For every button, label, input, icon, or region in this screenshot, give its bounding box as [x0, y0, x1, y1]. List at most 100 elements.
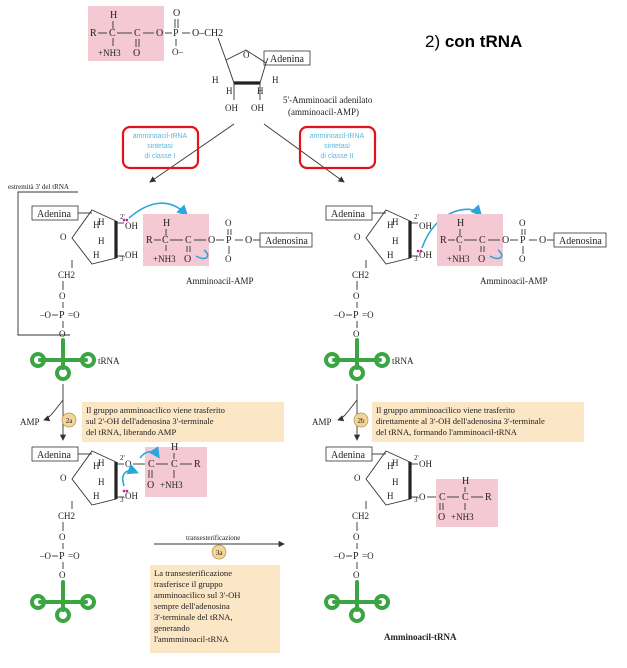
- svg-text:C: C: [109, 28, 116, 39]
- trna-end-label: estremità 3' del tRNA: [8, 183, 69, 191]
- aminoacyl-adenylate: H R C +NH3 C O O O P O– O–CH2 O Adenina …: [88, 6, 373, 117]
- svg-text:O: O: [60, 473, 67, 483]
- svg-text:OH: OH: [419, 221, 432, 231]
- svg-text:2': 2': [120, 213, 125, 221]
- svg-text:amminoacilico sul 3'-OH: amminoacilico sul 3'-OH: [154, 590, 241, 600]
- svg-text:O: O: [519, 254, 526, 264]
- svg-text:CH2: CH2: [352, 270, 369, 280]
- svg-text:P: P: [173, 28, 179, 39]
- svg-text:H: H: [387, 220, 394, 230]
- svg-text:O: O: [353, 329, 360, 339]
- svg-text:P: P: [59, 310, 65, 321]
- svg-text:H: H: [392, 477, 399, 487]
- svg-text:+NH3: +NH3: [447, 254, 470, 264]
- svg-text:C: C: [479, 235, 486, 246]
- svg-text:OH: OH: [419, 459, 432, 469]
- svg-text:O: O: [225, 218, 232, 228]
- svg-text:del tRNA, formando l'amminoaci: del tRNA, formando l'amminoacil-tRNA: [376, 427, 518, 437]
- svg-text:H: H: [98, 458, 105, 468]
- svg-text:O: O: [478, 254, 485, 265]
- svg-text:P: P: [226, 235, 232, 246]
- svg-text:O: O: [59, 329, 66, 339]
- svg-text:H: H: [93, 250, 100, 260]
- svg-text:CH2: CH2: [58, 511, 75, 521]
- svg-text:AMP: AMP: [20, 417, 40, 427]
- svg-text:generando: generando: [154, 623, 190, 633]
- svg-text:3': 3': [414, 255, 419, 263]
- svg-text:C: C: [148, 459, 155, 470]
- svg-text:O: O: [354, 473, 361, 483]
- svg-text:transesterificazione: transesterificazione: [186, 534, 240, 542]
- svg-text:P: P: [520, 235, 526, 246]
- svg-text:C: C: [456, 235, 463, 246]
- svg-text:Adenina: Adenina: [37, 209, 71, 220]
- svg-text:2a: 2a: [66, 417, 74, 425]
- svg-text:sempre dell'adenosina: sempre dell'adenosina: [154, 601, 230, 611]
- svg-text:C: C: [439, 492, 446, 503]
- svg-text:R: R: [485, 492, 492, 503]
- svg-text:del tRNA, liberando AMP: del tRNA, liberando AMP: [86, 427, 176, 437]
- svg-text:Adenina: Adenina: [270, 54, 304, 65]
- svg-text:R: R: [194, 459, 201, 470]
- svg-text:C: C: [185, 235, 192, 246]
- svg-text:O–CH2: O–CH2: [192, 28, 223, 39]
- svg-text:sul 2'-OH dell'adenosina 3'-te: sul 2'-OH dell'adenosina 3'-terminale: [86, 416, 214, 426]
- svg-text:sintetasi: sintetasi: [147, 143, 173, 150]
- svg-text:CH2: CH2: [58, 270, 75, 280]
- svg-text:amminoacil-tRNA: amminoacil-tRNA: [310, 133, 365, 140]
- svg-text:Adenina: Adenina: [331, 209, 365, 220]
- svg-text:H: H: [392, 236, 399, 246]
- trna-right-middle: tRNA: [324, 338, 414, 381]
- svg-text:O: O: [59, 532, 66, 542]
- step-3a: transesterificazione 3a La transesterifi…: [150, 534, 285, 653]
- svg-text:sintetasi: sintetasi: [324, 143, 350, 150]
- svg-text:O: O: [438, 512, 445, 523]
- svg-text:H: H: [392, 458, 399, 468]
- svg-text:Amminoacil-AMP: Amminoacil-AMP: [186, 276, 254, 286]
- svg-text:H: H: [226, 86, 233, 96]
- svg-text:tRNA: tRNA: [98, 356, 120, 366]
- svg-text:La transesterificazione: La transesterificazione: [154, 568, 232, 578]
- svg-text:2': 2': [414, 213, 419, 221]
- svg-text:+NH3: +NH3: [160, 480, 183, 490]
- svg-text:+NH3: +NH3: [98, 48, 121, 58]
- svg-text:C: C: [162, 235, 169, 246]
- svg-text:O: O: [173, 8, 180, 19]
- trna-left-bottom: [30, 580, 96, 623]
- svg-text:H: H: [93, 491, 100, 501]
- svg-text:Il gruppo amminoacilico viene: Il gruppo amminoacilico viene trasferito: [376, 405, 515, 415]
- step-2b: AMP 2b Il gruppo amminoacilico viene tra…: [312, 384, 584, 442]
- svg-text:H: H: [257, 86, 264, 96]
- svg-text:O: O: [353, 570, 360, 580]
- svg-text:3'-terminale del tRNA,: 3'-terminale del tRNA,: [154, 612, 233, 622]
- svg-text:C: C: [134, 28, 141, 39]
- svg-text:O–: O–: [172, 47, 183, 57]
- svg-text:trasferisce il gruppo: trasferisce il gruppo: [154, 579, 223, 589]
- svg-text:O: O: [539, 235, 546, 246]
- svg-text:2': 2': [120, 454, 125, 462]
- svg-text:H: H: [392, 217, 399, 227]
- svg-text:Adenina: Adenina: [331, 450, 365, 461]
- svg-text:O: O: [208, 235, 215, 246]
- svg-text:O: O: [60, 232, 67, 242]
- svg-text:Adenina: Adenina: [37, 450, 71, 461]
- svg-text:O: O: [354, 232, 361, 242]
- svg-text:C: C: [171, 459, 178, 470]
- svg-text:Adenosina: Adenosina: [265, 236, 308, 247]
- svg-text:H: H: [93, 461, 100, 471]
- svg-text:H: H: [272, 75, 279, 85]
- svg-text:O: O: [419, 492, 426, 502]
- svg-text:H: H: [212, 75, 219, 85]
- svg-text:O: O: [133, 48, 140, 59]
- svg-text:H: H: [163, 218, 170, 229]
- svg-text:3': 3': [120, 496, 125, 504]
- svg-text:di classe II: di classe II: [320, 153, 353, 160]
- svg-text:O: O: [502, 235, 509, 246]
- svg-text:P: P: [59, 551, 65, 562]
- right-3prime-aminoacyl: Adenina O H H H H 2' 3' OH O C C H R O +…: [325, 446, 498, 580]
- svg-text:O: O: [59, 291, 66, 301]
- trna-right-bottom: [324, 580, 390, 623]
- svg-text:Amminoacil-AMP: Amminoacil-AMP: [480, 276, 548, 286]
- left-2prime-aminoacyl: Adenina O H H H H 2' 3' O OH C C H R O +…: [31, 442, 207, 580]
